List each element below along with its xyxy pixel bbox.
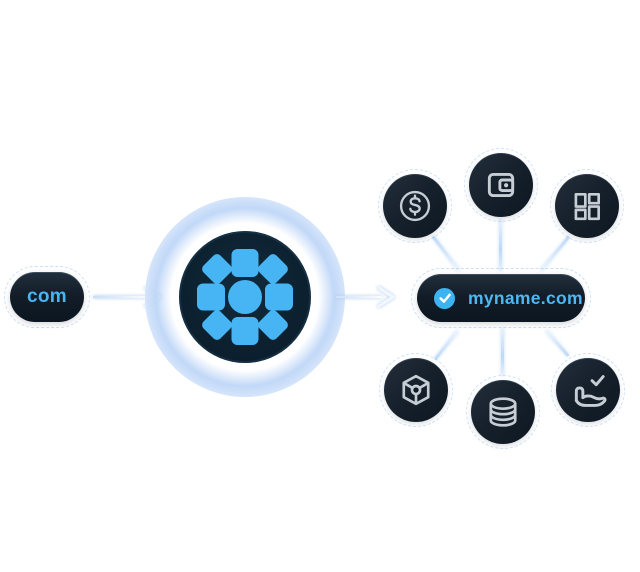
source-tld-pill: com: [4, 266, 90, 328]
feature-apps: [550, 169, 624, 243]
wallet-icon: [487, 173, 515, 197]
verified-badge: [434, 287, 455, 309]
connector-line: [544, 329, 570, 358]
connector-line: [433, 329, 460, 361]
hand-check-icon: [574, 375, 607, 407]
dashboard-grid-icon: [574, 193, 600, 221]
registry-logo: [179, 231, 311, 363]
database-icon: [489, 397, 517, 427]
result-domain-pill: myname.com: [411, 268, 591, 328]
connector-line: [501, 328, 504, 376]
result-domain-label: myname.com: [468, 287, 583, 308]
source-tld-label: com: [27, 286, 67, 307]
feature-pricing: [378, 169, 452, 243]
dollar-coin-icon: [399, 190, 431, 222]
connector-line: [499, 219, 502, 271]
connector-line: [431, 235, 461, 272]
feature-wallet: [464, 148, 538, 222]
connector-line: [539, 235, 571, 272]
feature-approval: [551, 353, 625, 427]
flower-logo-icon: [197, 249, 293, 345]
feature-storage: [466, 375, 540, 449]
check-icon: [438, 293, 451, 303]
cube-3d-icon: [402, 374, 430, 406]
arrow-right-icon: [336, 286, 395, 308]
feature-web3: [379, 353, 453, 427]
